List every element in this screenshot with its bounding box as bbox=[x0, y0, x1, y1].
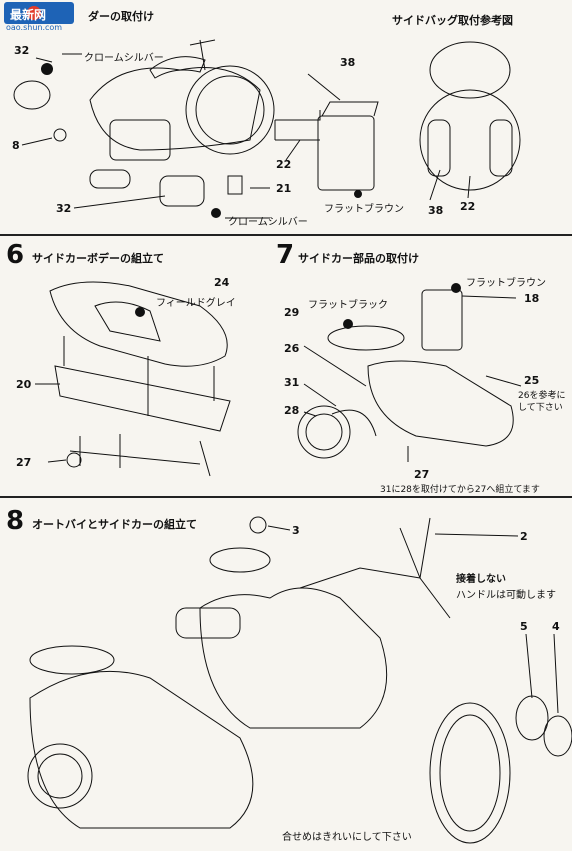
step7-title: サイドカー部品の取付け bbox=[298, 252, 419, 265]
step6-diagram bbox=[35, 281, 231, 477]
step7-part-25: 25 bbox=[524, 374, 540, 387]
note-refer-26: 26を参考に bbox=[518, 391, 566, 401]
top-part-21: 21 bbox=[276, 182, 292, 195]
step8-number: 8 bbox=[6, 506, 25, 536]
watermark-brand: 最新网 bbox=[10, 8, 47, 22]
divider-1 bbox=[0, 234, 572, 236]
note-handlebar-movable: ハンドルは可動します bbox=[456, 590, 556, 601]
step6-part-20: 20 bbox=[16, 378, 32, 391]
panel-top: ダーの取付け サイドバッグ取付参考図 bbox=[0, 0, 572, 232]
top-part-38a: 38 bbox=[340, 56, 356, 69]
step7-diagram bbox=[297, 283, 522, 462]
note-clean-seams: 合せめはきれいにして下さい bbox=[282, 832, 412, 843]
top-part-32a: 32 bbox=[14, 44, 30, 57]
panel-step8: 8 オートバイとサイドカーの組立て 3 2 5 4 接着しない ハンドルは可動し… bbox=[0, 498, 572, 851]
step7-part-27: 27 bbox=[414, 468, 430, 481]
note-flat-brown: フラットブラウン bbox=[466, 278, 546, 289]
watermark-logo: 最新网 oao.shun.com bbox=[4, 2, 74, 34]
watermark-url: oao.shun.com bbox=[6, 23, 63, 32]
step7-part-18: 18 bbox=[524, 292, 540, 305]
top-part-22a: 22 bbox=[276, 158, 292, 171]
step6-number: 6 bbox=[6, 240, 25, 270]
top-diagram bbox=[13, 39, 521, 219]
top-title: ダーの取付け bbox=[88, 10, 154, 23]
step6-title: サイドカーボデーの組立て bbox=[32, 252, 164, 265]
top-part-32b: 32 bbox=[56, 202, 72, 215]
top-part-8: 8 bbox=[12, 139, 20, 152]
step6-part-24: 24 bbox=[214, 276, 230, 289]
note-flat-brown-top: フラットブラウン bbox=[324, 204, 404, 215]
note-do-not-glue: 接着しない bbox=[456, 574, 506, 585]
step8-title: オートバイとサイドカーの組立て bbox=[32, 518, 197, 531]
step8-diagram bbox=[27, 516, 572, 844]
step7-part-26: 26 bbox=[284, 342, 300, 355]
top-part-38b: 38 bbox=[428, 204, 444, 217]
panel-step7: 7 サイドカー部品の取付け 18 29 26 31 28 25 27 フラットブ… bbox=[276, 236, 572, 495]
step7-part-29: 29 bbox=[284, 306, 300, 319]
step7-part-28: 28 bbox=[284, 404, 300, 417]
step7-number: 7 bbox=[276, 240, 295, 270]
divider-2 bbox=[0, 496, 572, 498]
top-right-title: サイドバッグ取付参考図 bbox=[392, 14, 513, 27]
step7-part-31: 31 bbox=[284, 376, 300, 389]
note-refer-26-b: して下さい bbox=[518, 403, 563, 413]
step6-part-27: 27 bbox=[16, 456, 32, 469]
note-flat-black: フラットブラック bbox=[308, 300, 388, 311]
step8-part-5: 5 bbox=[520, 620, 528, 633]
step8-part-2: 2 bbox=[520, 530, 528, 543]
step8-part-4: 4 bbox=[552, 620, 560, 633]
top-part-22b: 22 bbox=[460, 200, 476, 213]
panel-step6: 6 サイドカーボデーの組立て 24 20 27 フィールドグレイ bbox=[0, 236, 572, 492]
note-field-grey: フィールドグレイ bbox=[156, 298, 236, 309]
note-assemble-31-28: 31に28を取付けてから27へ組立てます bbox=[380, 485, 540, 495]
step8-part-3: 3 bbox=[292, 524, 300, 537]
note-chrome-silver-b: クロームシルバー bbox=[228, 217, 308, 228]
note-chrome-silver-a: クロームシルバー bbox=[84, 53, 164, 64]
